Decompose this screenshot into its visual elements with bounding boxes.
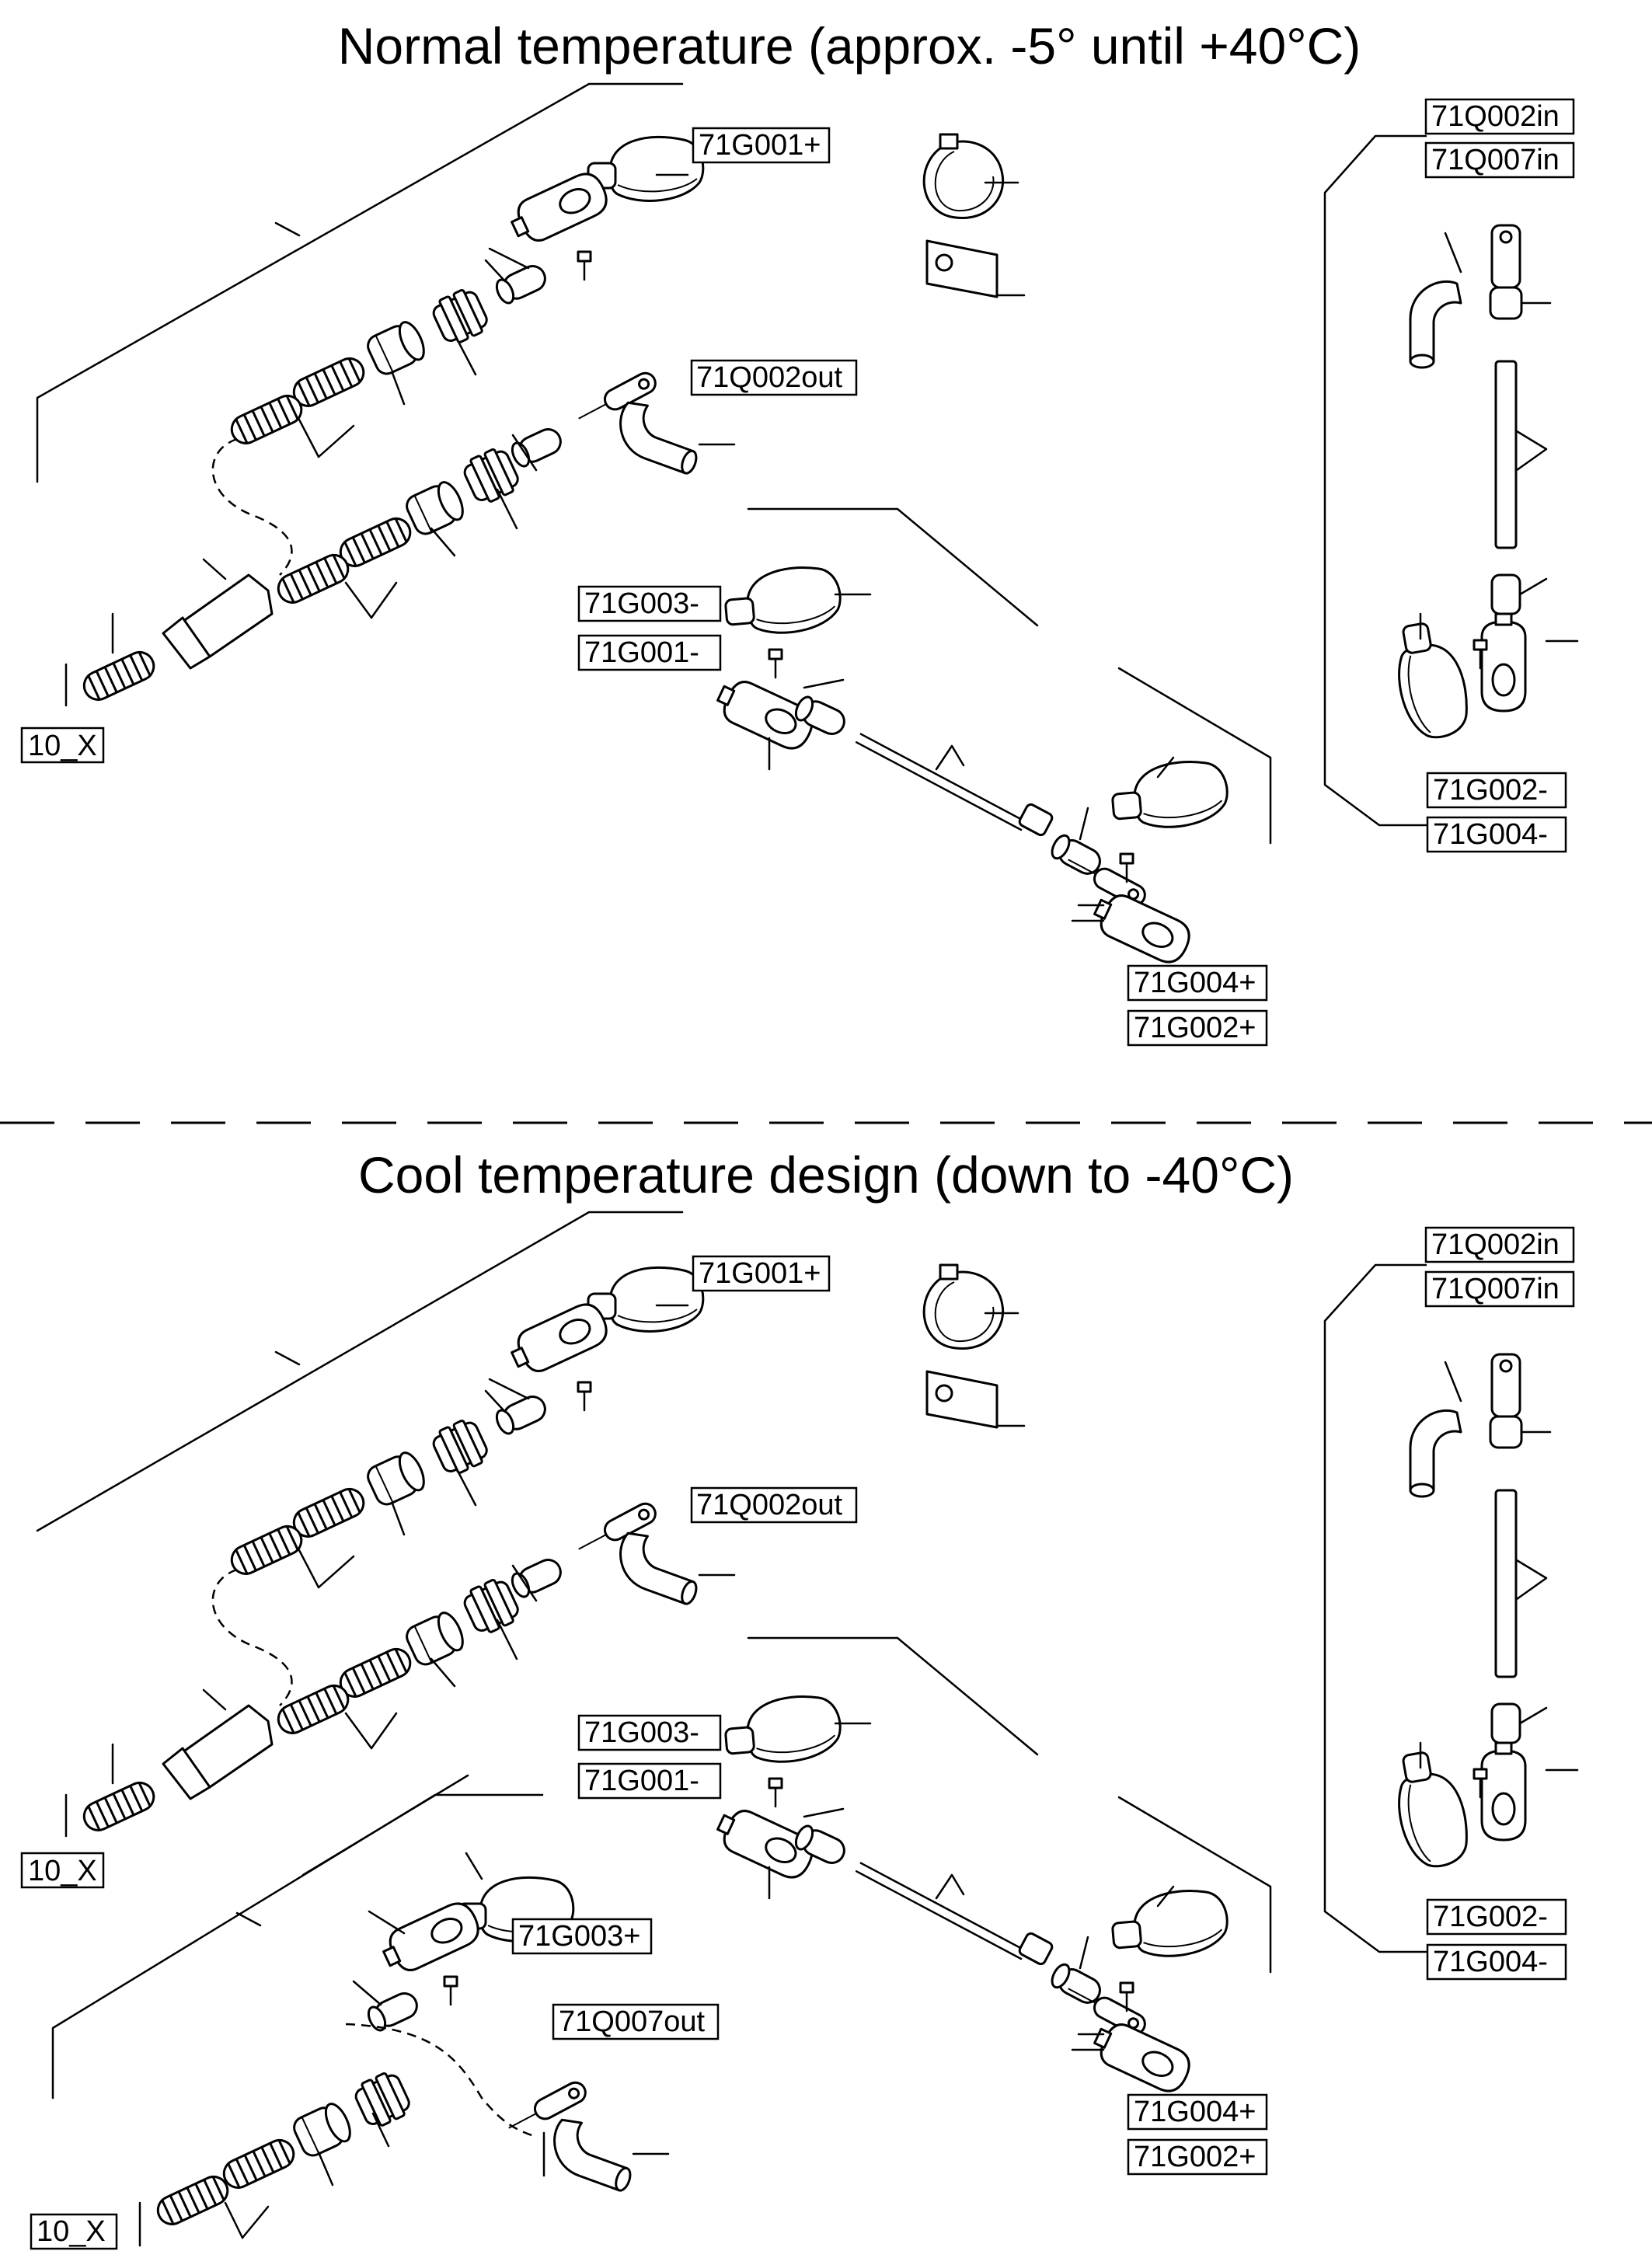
label-71g002-plus: 71G002+ — [1134, 1012, 1256, 1044]
label-71q002in-cool: 71Q002in — [1431, 1228, 1560, 1261]
label-10-x: 10_X — [28, 730, 97, 762]
label-71g001-minus-cool: 71G001- — [584, 1765, 699, 1797]
label-71g004-plus: 71G004+ — [1134, 967, 1256, 999]
section-title-normal: Normal temperature (approx. -5° until +4… — [338, 17, 1361, 75]
label-71q007out: 71Q007out — [559, 2005, 705, 2038]
label-10-x-lower: 10_X — [37, 2215, 106, 2248]
label-71q007in: 71Q007in — [1431, 144, 1560, 176]
label-71q002in: 71Q002in — [1431, 100, 1560, 133]
label-71q002out-cool: 71Q002out — [696, 1489, 842, 1521]
label-71g001-plus: 71G001+ — [699, 129, 821, 162]
label-71g001-plus-cool: 71G001+ — [699, 1257, 821, 1290]
label-71g003-minus: 71G003- — [584, 587, 699, 620]
label-71g004-minus-cool: 71G004- — [1433, 1946, 1548, 1978]
section-normal: Normal temperature (approx. -5° until +4… — [20, 17, 1579, 1047]
section-title-cool: Cool temperature design (down to -40°C) — [358, 1146, 1294, 1204]
label-71g003-plus: 71G003+ — [518, 1920, 640, 1953]
section-cool: Cool temperature design (down to -40°C) — [20, 1146, 1579, 2250]
label-71q007in-cool: 71Q007in — [1431, 1273, 1560, 1305]
label-71g004-plus-cool: 71G004+ — [1134, 2096, 1256, 2128]
label-71g004-minus: 71G004- — [1433, 818, 1548, 851]
label-71g002-minus: 71G002- — [1433, 774, 1548, 807]
label-71g001-minus: 71G001- — [584, 636, 699, 669]
label-10-x-cool: 10_X — [28, 1855, 97, 1887]
label-71q002out: 71Q002out — [696, 361, 842, 394]
label-71g003-minus-cool: 71G003- — [584, 1716, 699, 1749]
label-71g002-plus-cool: 71G002+ — [1134, 2141, 1256, 2173]
label-71g002-minus-cool: 71G002- — [1433, 1901, 1548, 1933]
